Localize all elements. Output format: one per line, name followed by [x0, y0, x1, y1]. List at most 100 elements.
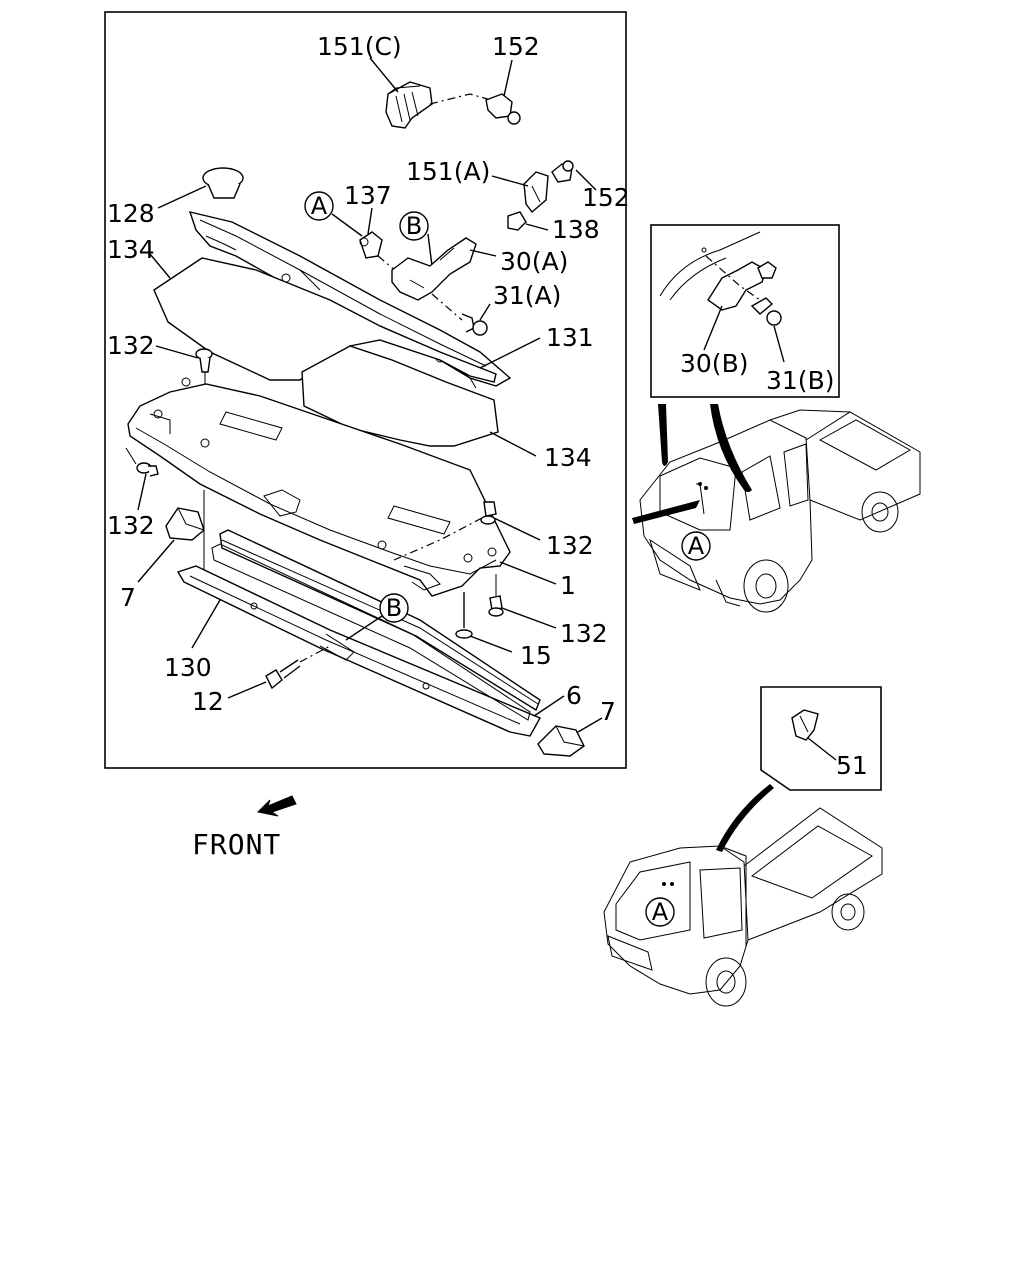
leader-151c: [369, 57, 399, 93]
dash-12: [299, 645, 331, 663]
cowl-panel-1: [127, 377, 511, 597]
leader-137: [367, 207, 373, 235]
leader-134-left: [149, 253, 171, 279]
truck-single-cab: [603, 807, 883, 1007]
label-151c: 151(C): [317, 32, 402, 61]
callout-b-lower-text: B: [386, 594, 402, 622]
label-31a: 31(A): [493, 281, 561, 310]
label-30a: 30(A): [500, 247, 568, 276]
leader-132-left-top: [155, 345, 199, 359]
label-152-right: 152: [582, 183, 630, 212]
label-138: 138: [552, 215, 600, 244]
label-130: 130: [164, 653, 212, 682]
pointer-wedge-right: [710, 404, 752, 492]
plug-128: [202, 167, 244, 199]
main-diagram-frame: [104, 11, 627, 769]
callout-a-main: [304, 191, 334, 221]
leader-130: [191, 599, 221, 649]
label-132-right: 132: [560, 619, 608, 648]
insulator-134-upper: [153, 257, 497, 383]
clip-51: [791, 709, 819, 741]
moulding-6: [211, 529, 541, 721]
label-1: 1: [560, 571, 576, 600]
label-6: 6: [566, 681, 582, 710]
seal-130: [176, 565, 541, 737]
leader-134-bottom: [489, 431, 537, 457]
leader-12: [227, 681, 267, 699]
leader-138: [525, 223, 549, 231]
bracket-151c: [385, 81, 433, 129]
clip-152-right: [551, 160, 574, 183]
inset-detail-30b: [659, 231, 777, 311]
dash-137: [377, 255, 403, 277]
leader-51: [807, 737, 837, 761]
screw-15: [455, 592, 473, 639]
leader-7-right: [577, 717, 603, 733]
leader-31a: [479, 303, 491, 321]
label-134-bottom: 134: [544, 443, 592, 472]
leader-15: [469, 635, 513, 653]
bolt-31a: [461, 313, 488, 336]
label-7-right: 7: [600, 697, 616, 726]
nut-138: [507, 211, 527, 231]
inset-box-51: [760, 686, 882, 791]
dash-132-left: [125, 447, 137, 465]
clip-7-right: [537, 725, 585, 757]
label-51: 51: [836, 751, 868, 780]
callout-a-truck1-text: A: [688, 532, 705, 560]
label-15: 15: [520, 641, 552, 670]
clip-132-right: [488, 595, 504, 617]
front-label: FRONT: [192, 828, 281, 861]
label-7-left: 7: [120, 583, 136, 612]
leader-7-left: [137, 539, 175, 583]
clip-132-left-top: [195, 348, 213, 373]
leader-132-right-top: [493, 517, 541, 541]
label-128: 128: [107, 199, 155, 228]
label-137: 137: [344, 181, 392, 210]
leader-132-left: [137, 473, 147, 511]
clip-152-top: [485, 93, 521, 125]
bolt-12: [265, 659, 301, 690]
label-30b: 30(B): [680, 349, 748, 378]
leader-152-right: [575, 169, 597, 191]
leader-152-top: [503, 59, 513, 97]
leader-151a: [491, 175, 529, 187]
label-151a: 151(A): [406, 157, 490, 186]
label-132-right-top: 132: [546, 531, 594, 560]
label-132-left-top: 132: [107, 331, 155, 360]
callout-a-truck2-text: A: [652, 898, 669, 926]
front-arrow-icon: [256, 795, 297, 817]
callout-b-main: [399, 211, 429, 241]
leader-1: [499, 561, 557, 585]
clip-132-left: [136, 462, 159, 477]
clip-7-left: [165, 507, 205, 541]
bracket-151a: [523, 171, 549, 214]
label-134-left: 134: [107, 235, 155, 264]
leader-30a: [469, 249, 497, 257]
callout-b-main-text: B: [406, 212, 422, 240]
label-152-top: 152: [492, 32, 540, 61]
leader-131: [479, 337, 541, 369]
label-132-left: 132: [107, 511, 155, 540]
clip-132-right-top: [480, 501, 497, 525]
pointer-wedge-truck2: [716, 784, 774, 852]
leader-6: [533, 695, 565, 717]
truck-crew-cab: [639, 409, 921, 613]
bracket-30a: [391, 237, 477, 301]
callout-a-truck2: [645, 897, 675, 927]
leader-a-main: [331, 213, 363, 237]
leader-b-main: [427, 233, 433, 267]
callout-b-lower: [379, 593, 409, 623]
pointer-wedge-left: [658, 404, 668, 466]
inset-box-30b-31b: [650, 224, 840, 398]
inset-bolt-31b: [750, 297, 782, 326]
label-31b: 31(B): [766, 366, 834, 395]
callout-a-truck1: [681, 531, 711, 561]
leader-b-lower: [345, 615, 383, 641]
label-12: 12: [192, 687, 224, 716]
leader-30b: [703, 305, 723, 351]
leader-31b: [773, 325, 785, 363]
clip-137: [359, 231, 383, 259]
label-131: 131: [546, 323, 594, 352]
